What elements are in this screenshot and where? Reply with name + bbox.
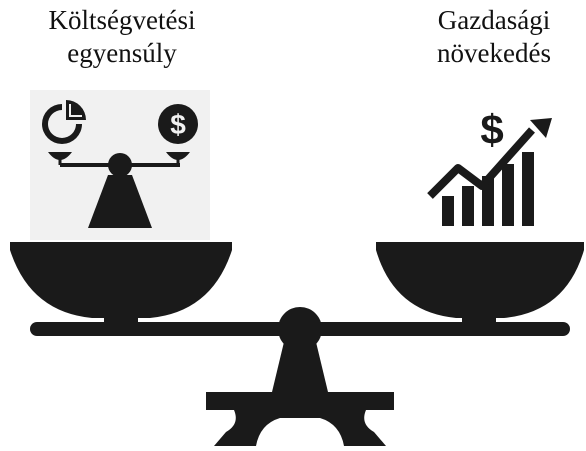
pie-chart-icon (42, 100, 86, 144)
left-label-line-1: Költségvetési (48, 5, 196, 35)
scale-stand (206, 342, 394, 446)
right-pan (376, 242, 584, 330)
left-pan (10, 242, 232, 330)
growth-bar-chart-icon (427, 118, 552, 226)
svg-text:$: $ (480, 106, 503, 153)
right-label-line-1: Gazdasági (437, 5, 551, 35)
dollar-sign-icon: $ (480, 106, 503, 153)
left-label-line-2: egyensúly (67, 38, 177, 68)
svg-text:$: $ (170, 109, 186, 140)
scale-beam (30, 307, 570, 351)
dollar-coin-icon: $ (158, 104, 198, 144)
right-label-line-2: növekedés (437, 38, 551, 68)
balance-scale-icon (48, 152, 190, 228)
left-pan-label: Költségvetési egyensúly (12, 4, 232, 70)
right-pan-label: Gazdasági növekedés (404, 4, 584, 70)
